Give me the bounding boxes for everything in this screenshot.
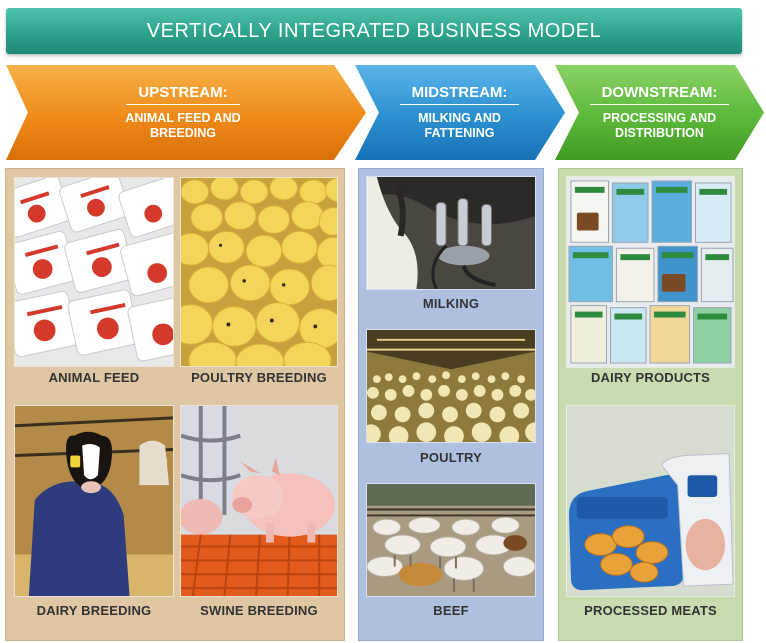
caption-animal-feed: ANIMAL FEED: [48, 370, 140, 385]
dairy-breeding-photo: [14, 405, 174, 597]
caption-beef: BEEF: [433, 603, 469, 618]
poultry-farm-photo: [366, 329, 536, 443]
processed-meats-photo: [566, 405, 735, 597]
dairy-products-photo: [566, 176, 735, 368]
downstream-heading: DOWNSTREAM:: [589, 84, 730, 105]
animal-feed-photo: [14, 177, 174, 367]
caption-swine-breeding: SWINE BREEDING: [200, 603, 318, 618]
chevron-downstream: DOWNSTREAM: PROCESSING AND DISTRIBUTION: [555, 65, 764, 160]
upstream-subtitle-line1: ANIMAL FEED AND: [125, 111, 241, 125]
page-title: VERTICALLY INTEGRATED BUSINESS MODEL: [146, 19, 602, 42]
midstream-column: MILKING POULTRY: [358, 168, 544, 641]
milking-photo: [366, 176, 536, 290]
downstream-subtitle-line2: DISTRIBUTION: [615, 126, 704, 140]
chevron-midstream: MIDSTREAM: MILKING AND FATTENING: [355, 65, 565, 160]
downstream-column: DAIRY PRODUCTS PROCESSED MEATS: [558, 168, 743, 641]
caption-dairy-breeding: DAIRY BREEDING: [36, 603, 152, 618]
swine-breeding-photo: [180, 405, 338, 597]
caption-poultry: POULTRY: [419, 450, 483, 465]
poultry-breeding-photo: [180, 177, 338, 367]
caption-milking: MILKING: [422, 296, 480, 311]
beef-cattle-photo: [366, 483, 536, 597]
downstream-subtitle-line1: PROCESSING AND: [602, 111, 717, 125]
caption-poultry-breeding: POULTRY BREEDING: [191, 370, 327, 385]
caption-processed-meats: PROCESSED MEATS: [584, 603, 717, 618]
midstream-heading: MIDSTREAM:: [399, 84, 520, 105]
midstream-subtitle-line1: MILKING AND: [418, 111, 501, 125]
upstream-subtitle-line2: BREEDING: [150, 126, 216, 140]
title-bar: VERTICALLY INTEGRATED BUSINESS MODEL: [6, 8, 742, 54]
upstream-column: ANIMAL FEED POULTRY BREEDING: [5, 168, 345, 641]
upstream-heading: UPSTREAM:: [126, 84, 240, 105]
midstream-subtitle-line2: FATTENING: [424, 126, 495, 140]
caption-dairy-products: DAIRY PRODUCTS: [590, 370, 711, 385]
chevron-upstream: UPSTREAM: ANIMAL FEED AND BREEDING: [6, 65, 366, 160]
